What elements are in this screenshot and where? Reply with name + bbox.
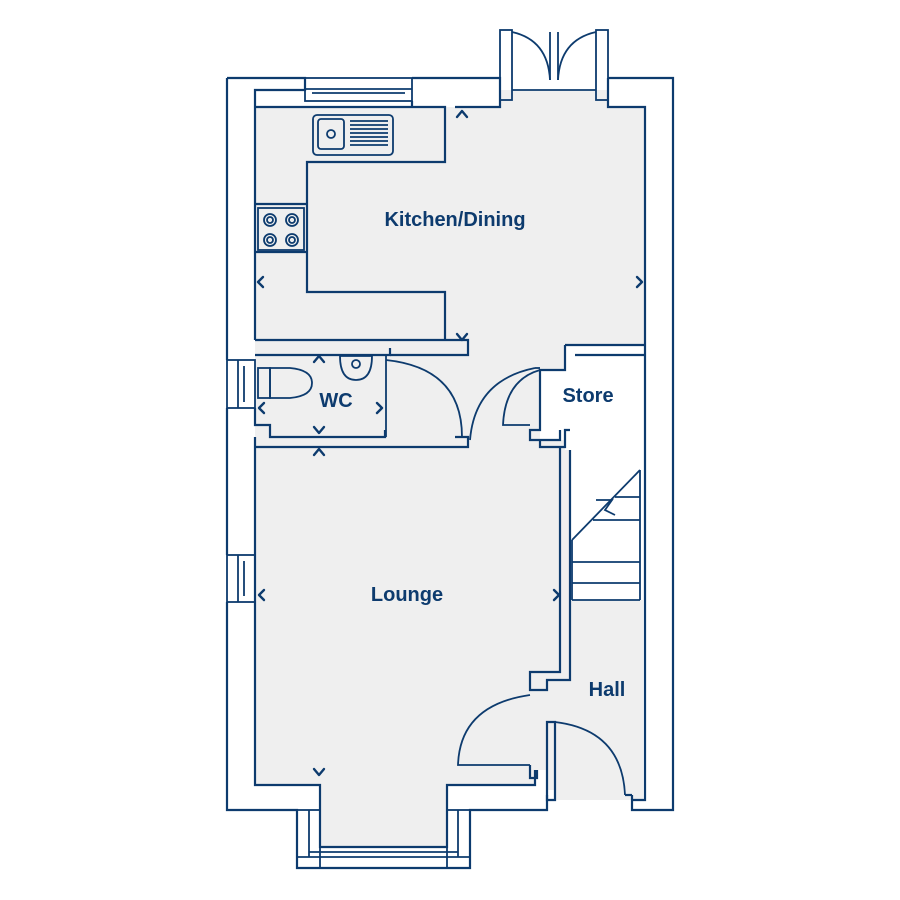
internal-walls <box>253 338 645 802</box>
wc-window <box>226 359 256 409</box>
kitchen-window <box>304 77 413 102</box>
toilet-icon <box>257 367 313 399</box>
floor-areas <box>255 90 645 847</box>
dimension-marker-icon <box>455 332 469 342</box>
kitchen-units <box>255 105 447 340</box>
dimension-markers <box>256 109 644 777</box>
dimension-marker-icon <box>552 588 561 602</box>
stairs-icon <box>571 469 641 601</box>
bay-window <box>296 809 471 869</box>
room-label-wc: WC <box>319 390 352 412</box>
dimension-marker-icon <box>455 109 469 119</box>
room-labels: Kitchen/Dining WC Store Lounge Hall <box>319 209 625 701</box>
dimension-marker-icon <box>257 588 266 602</box>
dimension-marker-icon <box>635 275 644 289</box>
dimension-marker-icon <box>375 401 384 415</box>
sink-icon <box>312 114 394 156</box>
lounge-window <box>226 554 256 603</box>
room-label-lounge: Lounge <box>371 584 443 606</box>
kitchen-dining-floor <box>255 90 645 800</box>
hob-icon <box>257 207 305 251</box>
room-label-kitchen-dining: Kitchen/Dining <box>384 209 525 231</box>
bay-floor <box>320 785 447 847</box>
dimension-marker-icon <box>312 354 326 364</box>
dimension-marker-icon <box>312 447 326 457</box>
room-label-hall: Hall <box>589 679 626 701</box>
dimension-marker-icon <box>256 275 265 289</box>
dimension-marker-icon <box>257 401 266 415</box>
dimension-marker-icon <box>312 425 326 435</box>
basin-icon <box>339 355 373 381</box>
french-doors-icon <box>499 29 609 101</box>
dimension-marker-icon <box>312 767 326 777</box>
outer-walls <box>225 76 675 870</box>
room-label-store: Store <box>562 385 613 407</box>
